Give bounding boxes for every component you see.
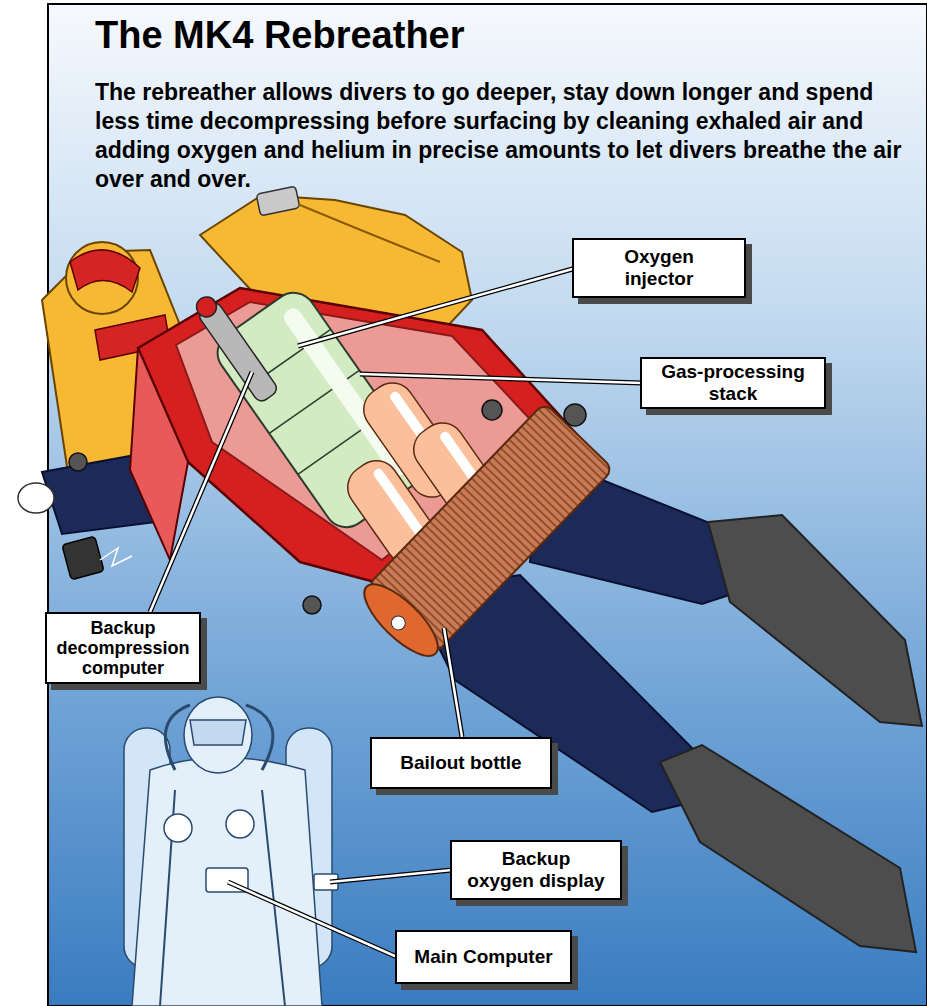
diver-hand <box>18 483 54 513</box>
diagram-title: The MK4 Rebreather <box>95 14 465 57</box>
diver-fin <box>660 745 916 952</box>
valve-knob <box>482 400 502 420</box>
wrist-computer <box>62 536 104 580</box>
leader-line <box>330 870 452 882</box>
leader-line <box>150 372 252 612</box>
gauge <box>164 814 192 842</box>
callout-label: Bailout bottle <box>400 752 521 774</box>
callout-label: Oxygen injector <box>604 246 714 290</box>
callout-label: Main Computer <box>414 946 552 968</box>
callout-box: Bailout bottle <box>370 737 552 789</box>
leader-line <box>298 268 576 346</box>
leader-lines <box>150 268 642 957</box>
diver-torso <box>132 758 322 1006</box>
leader-line <box>444 628 462 737</box>
front-diver <box>124 697 338 1006</box>
head-strap <box>70 250 140 292</box>
oxygen-injector <box>191 292 279 404</box>
leader-line <box>150 372 252 612</box>
wing-seam <box>300 205 440 262</box>
callout-label: Gas-processing stack <box>650 361 816 405</box>
callout-box: Gas-processing stack <box>640 357 826 409</box>
valve-canister <box>256 186 300 216</box>
leader-line <box>330 870 452 882</box>
bailout-bottle <box>354 403 613 667</box>
callout-box: Oxygen injector <box>572 238 746 298</box>
breathing-hose <box>165 705 273 770</box>
leader-line <box>228 882 397 957</box>
counterlung <box>130 348 188 560</box>
gauge <box>226 810 254 838</box>
valve-knob <box>69 453 87 471</box>
callout-box: Main Computer <box>395 930 572 984</box>
valve-knob <box>303 596 321 614</box>
diagram-caption: The rebreather allows divers to go deepe… <box>95 78 917 194</box>
callout-box: Backup decompression computer <box>45 612 201 684</box>
sea-background <box>48 4 927 1006</box>
diver-mask <box>190 720 246 745</box>
leader-line <box>360 374 642 383</box>
callout-label: Backup decompression computer <box>48 618 198 678</box>
diver-head <box>184 697 252 773</box>
valve-knob <box>564 404 586 426</box>
injector-valve <box>193 293 221 321</box>
leader-line <box>228 882 397 957</box>
bottle-valve <box>388 613 408 633</box>
diver-fin <box>708 515 922 726</box>
callout-box: Backup oxygen display <box>450 840 622 900</box>
leader-line <box>298 268 576 346</box>
leader-line <box>360 374 642 383</box>
callout-label: Backup oxygen display <box>466 848 606 892</box>
bottle-cap <box>354 574 448 667</box>
wrist-cable <box>100 548 132 566</box>
leader-line <box>444 628 462 737</box>
